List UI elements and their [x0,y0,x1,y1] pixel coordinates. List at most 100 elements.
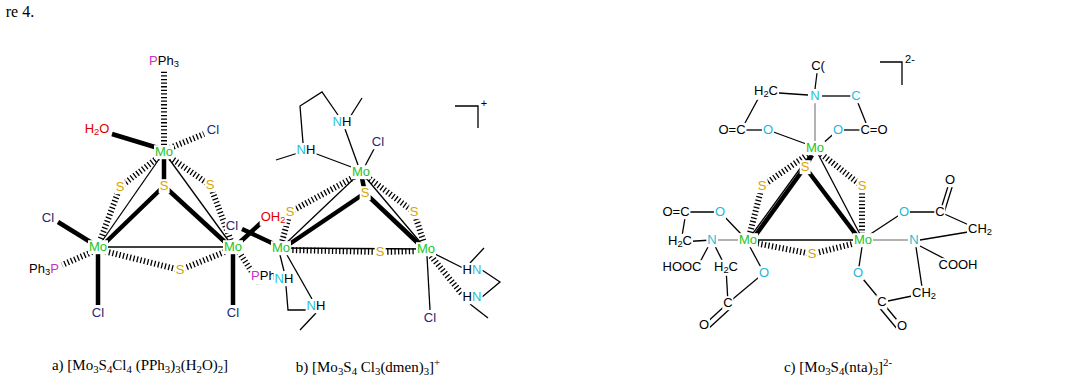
atom-label: Mo [88,240,108,254]
text-run: O [763,122,773,137]
text-run: C=O [860,122,887,137]
text-run: S [206,177,215,192]
cluster-a-bonds [58,70,262,305]
text-run: S [410,204,419,219]
text-run: 3 [93,363,98,375]
cluster-c-bonds [680,73,980,330]
text-run: Mo [352,164,370,179]
atom-label: OH2 [260,210,287,226]
text-run: 3 [175,363,180,375]
charge-bracket [455,106,478,128]
text-run: Ph [158,53,174,68]
text-run: 2- [905,53,915,65]
text-run: 4 [352,365,357,377]
text-run: Ph [29,261,45,276]
atom-label: O [852,266,864,280]
text-run: 2 [94,127,99,137]
atom-label: O=C [661,205,690,219]
text-run: 3 [174,59,179,69]
text-run: Mo [854,232,872,247]
text-run: H [754,83,763,98]
text-run: 3 [45,267,50,277]
text-run: O [833,122,843,137]
text-run: H [714,259,723,274]
text-run: P [251,268,260,283]
atom-label: S [205,178,216,192]
atom-label: O=C [717,123,746,137]
text-run: OH [261,209,281,224]
caption: c) [Mo3S4(nta)3]2- [783,357,893,377]
atom-label: C( [810,59,826,73]
text-run: 2 [723,265,728,275]
text-run: Cl [42,210,54,225]
atom-label: S [360,186,371,200]
text-run: H [306,142,315,157]
caption: b) [Mo3S4 Cl3(dmen)3]+ [295,357,441,377]
text-run: C [723,295,732,310]
text-run: C [683,233,692,248]
atom-label: Cl [423,311,437,325]
atom-label: Mo [416,242,436,256]
atom-label: C [722,296,733,310]
atom-label: S [285,205,296,219]
text-run: N [297,142,306,157]
text-run: 3 [873,365,878,377]
text-run: S [361,185,370,200]
text-run: N [307,298,316,313]
text-run: S [116,179,125,194]
text-run: H [85,121,94,136]
atom-label: S [807,247,818,261]
text-run: P [50,261,59,276]
text-run: Cl [226,218,238,233]
text-run: + [481,97,487,109]
text-run: S [758,178,767,193]
text-run: 2 [196,363,201,375]
text-run: b) [Mo [296,359,338,375]
text-run: Mo [155,144,173,159]
text-run: Mo [806,140,824,155]
atom-label: COOH [938,258,979,272]
text-run: N [810,88,819,103]
text-run: (H [181,357,197,373]
atom-label: Mo [853,233,873,247]
text-run: S [831,359,839,375]
text-run: + [434,356,440,368]
text-run: a) [Mo [52,357,93,373]
text-run: ] [223,357,228,373]
text-run: C [851,88,860,103]
text-run: Mo [89,239,107,254]
text-run: O [897,318,907,333]
atom-label: CH2 [911,286,937,302]
text-run: Mo [739,232,757,247]
atom-label: Cl [206,123,220,137]
text-run: O) [202,357,218,373]
atom-label: O [758,266,770,280]
atom-label: NH [306,299,327,313]
text-run: 3 [825,365,830,377]
text-run: H [463,262,472,277]
atom-label: C [876,295,887,309]
atom-label: S [115,180,126,194]
text-run: C [729,259,738,274]
text-run: Cl [227,305,239,320]
text-run: O [853,265,863,280]
text-run: (PPh [132,357,165,373]
text-run: O [759,265,769,280]
atom-label: Mo [154,145,174,159]
atom-label: C [934,205,945,219]
text-run: 3 [165,363,170,375]
text-run: ] [429,359,434,375]
atom-label: N [908,233,919,247]
text-run: C( [811,58,825,73]
text-run: 3 [424,365,429,377]
text-run: H [342,114,351,129]
text-run: S [343,359,351,375]
atom-label: H2C [753,84,779,100]
atom-label: C [850,89,861,103]
text-run: HOOC [663,259,702,274]
text-run: Mo [224,239,242,254]
atom-label: Mo [351,165,371,179]
atom-label: N [809,89,820,103]
text-run: N [707,232,716,247]
text-run: O=C [718,122,745,137]
